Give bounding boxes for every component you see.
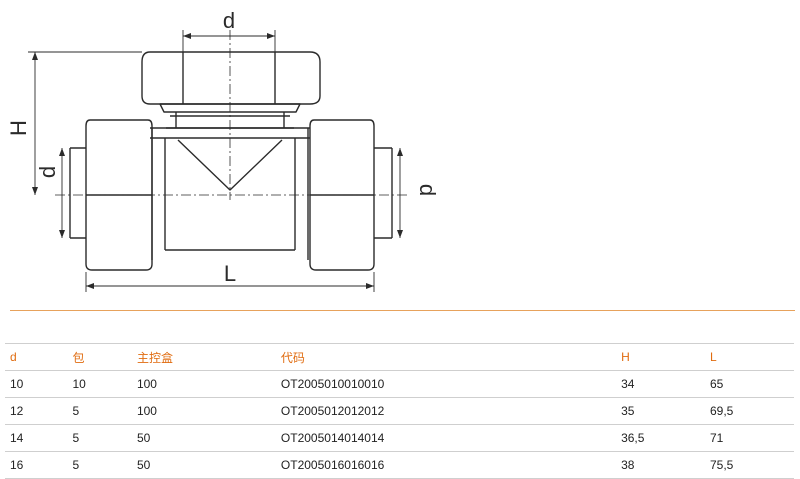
cell-l: 75,5 [705, 451, 794, 479]
cell-pack: 5 [67, 451, 132, 479]
cell-d: 14 [5, 424, 68, 452]
table-row: 12 5 100 OT2005012012012 35 69,5 [5, 397, 794, 425]
centerlines [55, 30, 410, 200]
cell-master-box: 100 [131, 370, 276, 398]
dimension-arrows [32, 33, 403, 289]
header-d: d [5, 343, 68, 371]
cell-code: OT2005016016016 [275, 451, 617, 479]
cell-l: 69,5 [705, 397, 794, 425]
cell-pack: 5 [67, 424, 132, 452]
cell-code: OT2005010010010 [275, 370, 617, 398]
cell-d: 12 [5, 397, 68, 425]
dim-d-right-label: d [415, 184, 440, 196]
cell-master-box: 50 [131, 424, 276, 452]
dim-d-left-label: d [35, 166, 60, 178]
cell-h: 38 [616, 451, 705, 479]
cell-h: 36,5 [616, 424, 705, 452]
header-master-box: 主控盒 [131, 343, 276, 371]
top-nut [141, 51, 321, 129]
table-row: 10 10 100 OT2005010010010 34 65 [5, 370, 794, 398]
dim-d-top-label: d [223, 8, 235, 33]
dim-h-label: H [6, 120, 31, 136]
cell-code: OT2005012012012 [275, 397, 617, 425]
dimension-lines [28, 30, 401, 292]
header-l: L [705, 343, 794, 371]
cell-d: 16 [5, 451, 68, 479]
cell-l: 65 [705, 370, 794, 398]
cell-pack: 10 [67, 370, 132, 398]
cell-code: OT2005014014014 [275, 424, 617, 452]
table-header-row: d 包 主控盒 代码 H L [5, 343, 794, 371]
cell-l: 71 [705, 424, 794, 452]
cell-master-box: 50 [131, 451, 276, 479]
header-h: H [616, 343, 705, 371]
cell-pack: 5 [67, 397, 132, 425]
cell-d: 10 [5, 370, 68, 398]
cell-master-box: 100 [131, 397, 276, 425]
tee-fitting-drawing: d H d d L [6, 8, 440, 292]
section-divider [10, 310, 795, 311]
table-row: 16 5 50 OT2005016016016 38 75,5 [5, 451, 794, 479]
cell-h: 34 [616, 370, 705, 398]
header-code: 代码 [275, 343, 617, 371]
header-pack: 包 [67, 343, 132, 371]
table-row: 14 5 50 OT2005014014014 36,5 71 [5, 424, 794, 452]
cell-h: 35 [616, 397, 705, 425]
spec-table: d 包 主控盒 代码 H L 10 10 100 OT2005010010010… [5, 343, 794, 479]
dim-l-label: L [224, 261, 236, 286]
